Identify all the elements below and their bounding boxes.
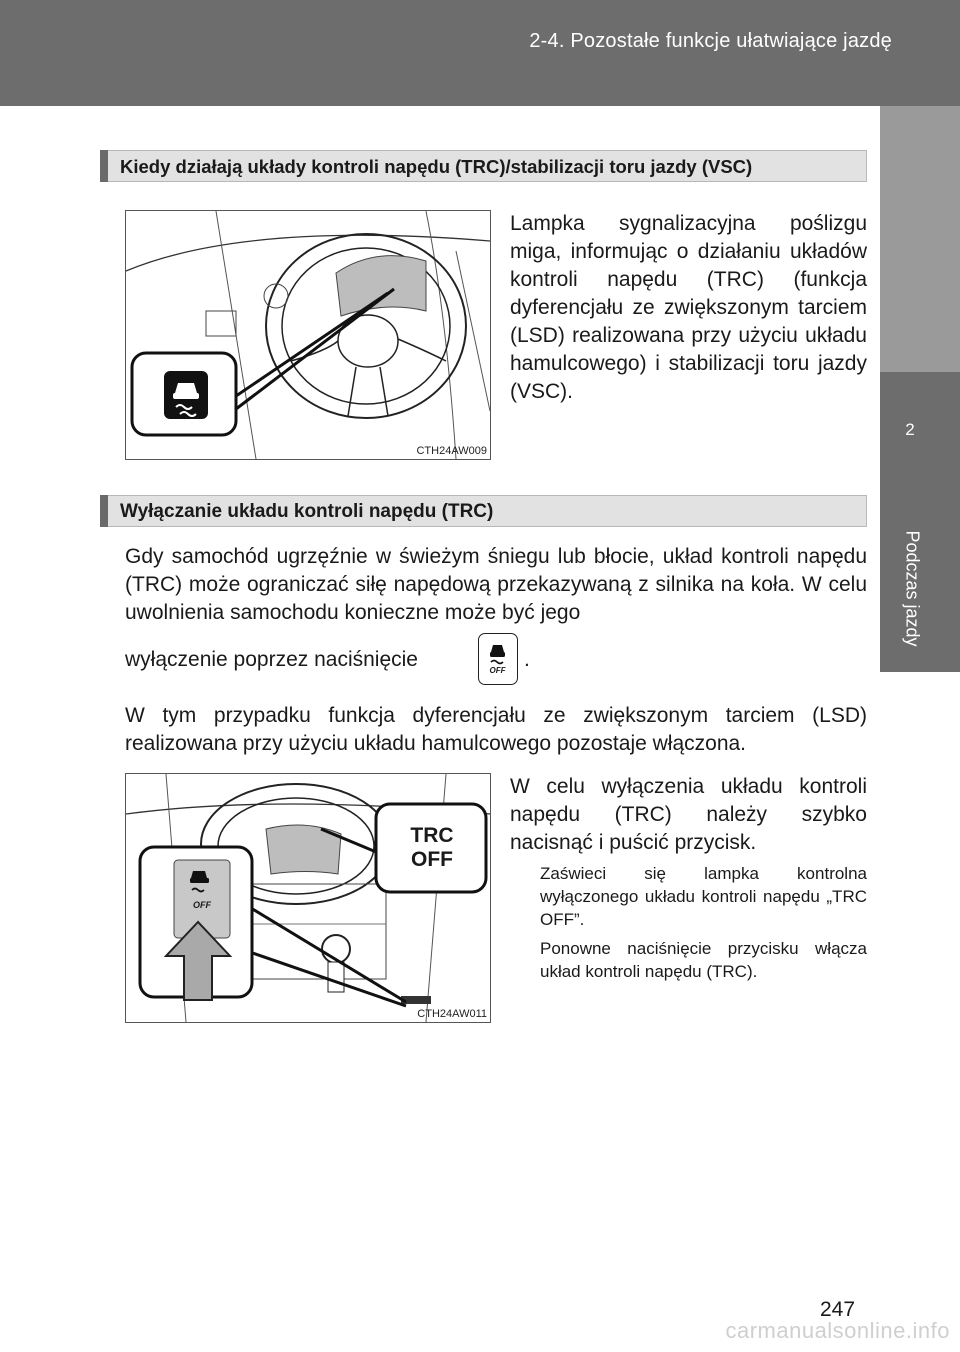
trc-off-button-icon: OFF [478,633,518,685]
trc-off-note-2: Ponowne naciśnięcie przycisku włącza ukł… [540,939,867,981]
console-illustration [125,773,491,1023]
section-heading-trc-off: Wyłączanie układu kontroli napędu (TRC) [100,495,867,527]
trc-off-note-1: Zaświeci się lampka kontrolna wyłączoneg… [540,864,867,929]
figure-code: CTH24AW011 [417,1008,487,1020]
chapter-title: 2-4. Pozostałe funkcje ułatwiające jazdę [529,30,892,52]
heading-bar [100,150,108,182]
side-tab-upper [880,106,960,372]
heading-bar [100,495,108,527]
callout-line-2: OFF [411,848,453,871]
button-off-label: OFF [489,666,506,675]
figure-steering-wheel-slip-indicator: CTH24AW009 [125,210,491,460]
section-heading-trc-vsc: Kiedy działają układy kontroli napędu (T… [100,150,867,182]
side-tab [880,372,960,672]
trc-off-callout: TRC OFF [377,824,487,872]
page-header [0,0,960,106]
trc-off-paragraph-tail: wyłączenie poprzez naciśnięcie [125,648,418,671]
dashboard-illustration [125,210,491,460]
trc-off-paragraph: Gdy samochód ugrzęźnie w świeżym śniegu … [125,545,867,624]
section-heading-text: Wyłączanie układu kontroli napędu (TRC) [120,501,494,522]
lsd-paragraph: W tym przypadku funkcja dyferencjału ze … [125,704,867,755]
side-tab-number: 2 [905,420,915,439]
page-number: 247 [820,1298,856,1321]
section-heading-text: Kiedy działają układy kontroli napędu (T… [120,156,753,177]
figure-trc-off-button: TRC OFF OFF CTH24AW011 [125,773,491,1023]
callout-line-1: TRC [410,824,454,847]
figure-code: CTH24AW009 [416,445,487,457]
trc-off-paragraph-end: . [524,648,530,671]
watermark: carmanualsonline.info [725,1318,950,1343]
figure-button-off-label: OFF [193,900,211,910]
slip-indicator-description: Lampka sygnalizacyjna poślizgu miga, inf… [510,212,867,403]
side-tab-label: Podczas jazdy [902,530,923,647]
trc-off-instruction: W celu wyłączenia układu kontroli napędu… [510,775,867,854]
